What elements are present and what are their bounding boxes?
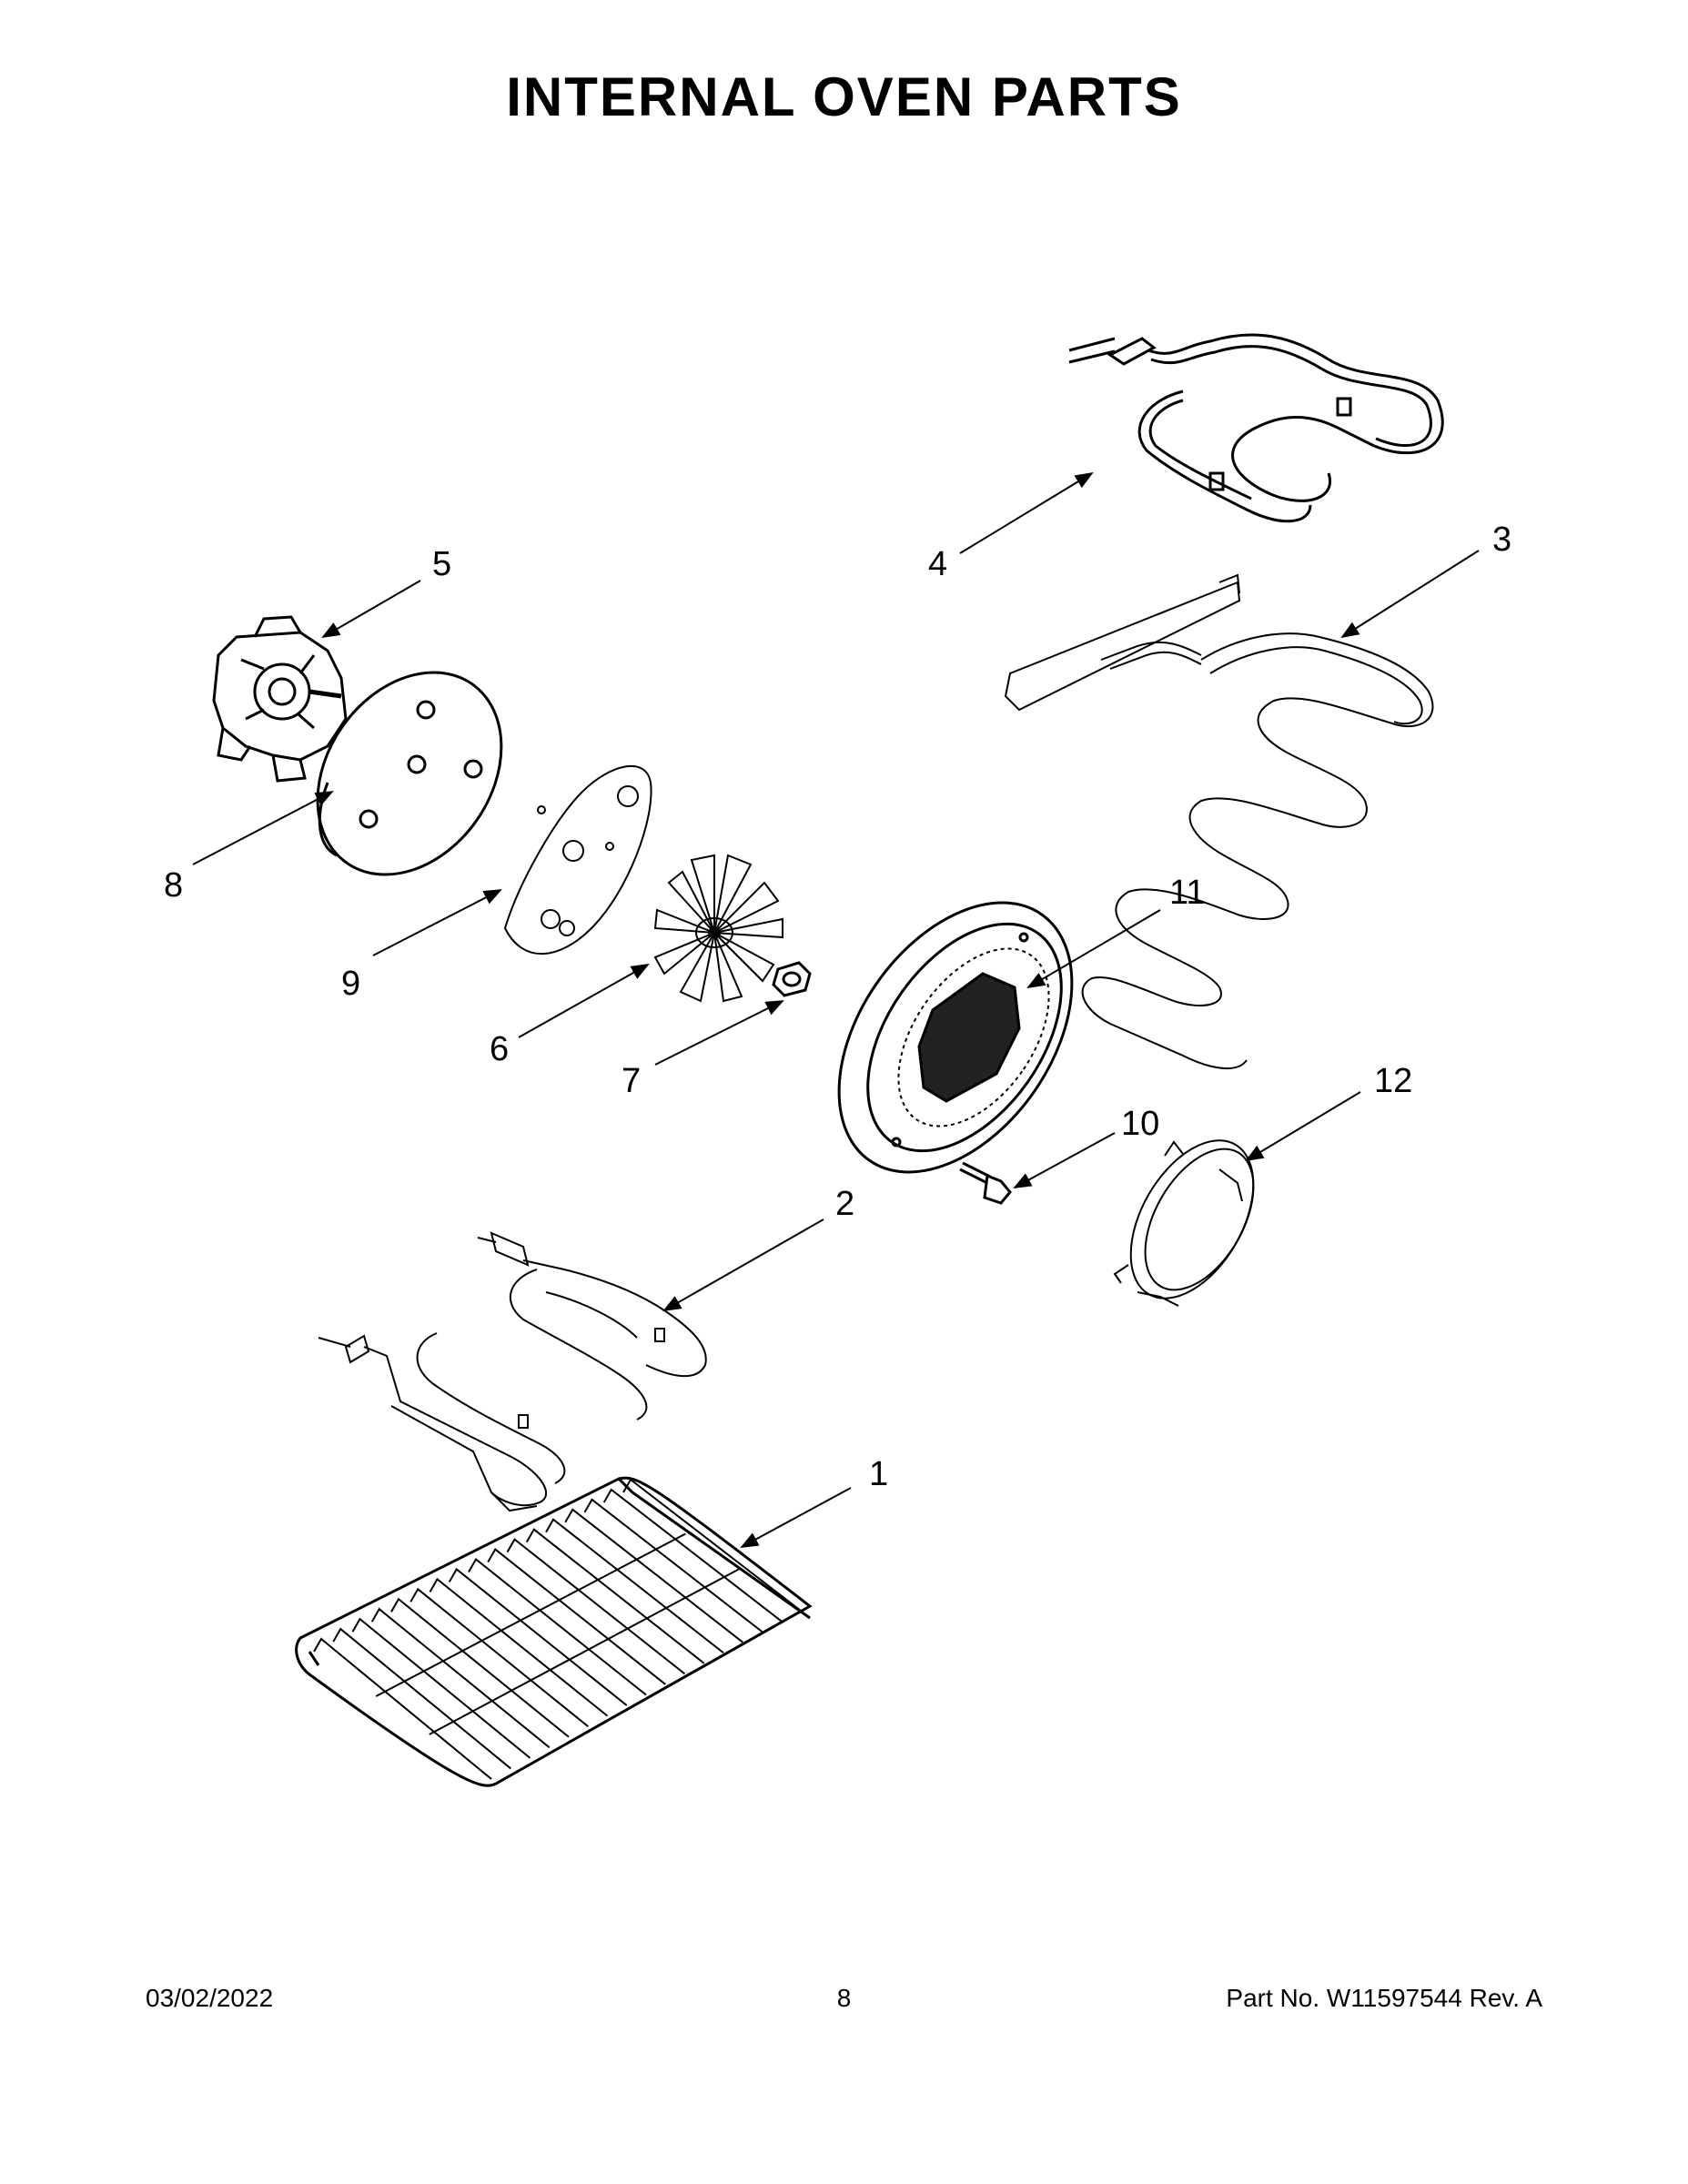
rack-crossbar	[429, 1568, 740, 1735]
fan-cover-part-8	[316, 671, 503, 876]
screw-part-10	[959, 1161, 1012, 1205]
callout-5: 5	[432, 545, 451, 583]
leader-5	[321, 580, 421, 639]
callout-6: 6	[490, 1030, 509, 1068]
leader-3	[1340, 550, 1480, 639]
callout-9: 9	[341, 965, 360, 1003]
callout-12: 12	[1374, 1062, 1412, 1100]
leader-6	[518, 964, 650, 1038]
leader-4	[959, 471, 1094, 554]
fan-nut-part-7	[772, 961, 812, 997]
fan-motor-part-5	[212, 615, 348, 783]
leader-10	[1013, 1132, 1116, 1188]
oven-rack-part-1	[295, 1476, 813, 1787]
callout-2: 2	[835, 1185, 854, 1223]
broil-element-part-4	[1068, 333, 1444, 523]
footer-part-number: Part No. W11597544 Rev. A	[1226, 1984, 1542, 2012]
fan-blade-part-6	[653, 854, 783, 1003]
leader-8	[192, 791, 334, 865]
leader-9	[372, 889, 502, 956]
leader-2	[662, 1218, 824, 1311]
gasket-plate-part-9	[503, 765, 652, 956]
callout-7: 7	[622, 1062, 641, 1100]
rack-wire	[468, 1557, 647, 1696]
rack-wire	[622, 1478, 802, 1612]
rack-wires	[313, 1478, 802, 1780]
leader-lines	[192, 471, 1480, 1548]
callout-1: 1	[869, 1455, 888, 1493]
convection-baffle-part-11	[837, 901, 1074, 1174]
leader-12	[1245, 1091, 1361, 1162]
callout-4: 4	[928, 545, 947, 583]
hidden-bake-element-part-2	[318, 1231, 707, 1512]
rack-crossbar	[375, 1532, 686, 1697]
callout-8: 8	[164, 866, 183, 905]
page-title: INTERNAL OVEN PARTS	[506, 66, 1182, 127]
footer-date: 03/02/2022	[146, 1984, 274, 2012]
rack-wire	[332, 1627, 511, 1770]
bake-element-part-3	[1004, 573, 1434, 1070]
callout-10: 10	[1121, 1105, 1159, 1143]
rack-wire	[313, 1637, 492, 1780]
callout-3: 3	[1492, 521, 1511, 559]
callout-11: 11	[1169, 874, 1205, 912]
leader-1	[740, 1487, 852, 1548]
rack-wire	[487, 1548, 666, 1685]
convection-element-part-12	[1113, 1139, 1255, 1307]
leader-11	[1026, 909, 1161, 989]
footer-page-number: 8	[836, 1984, 852, 2012]
leader-7	[654, 1000, 784, 1066]
